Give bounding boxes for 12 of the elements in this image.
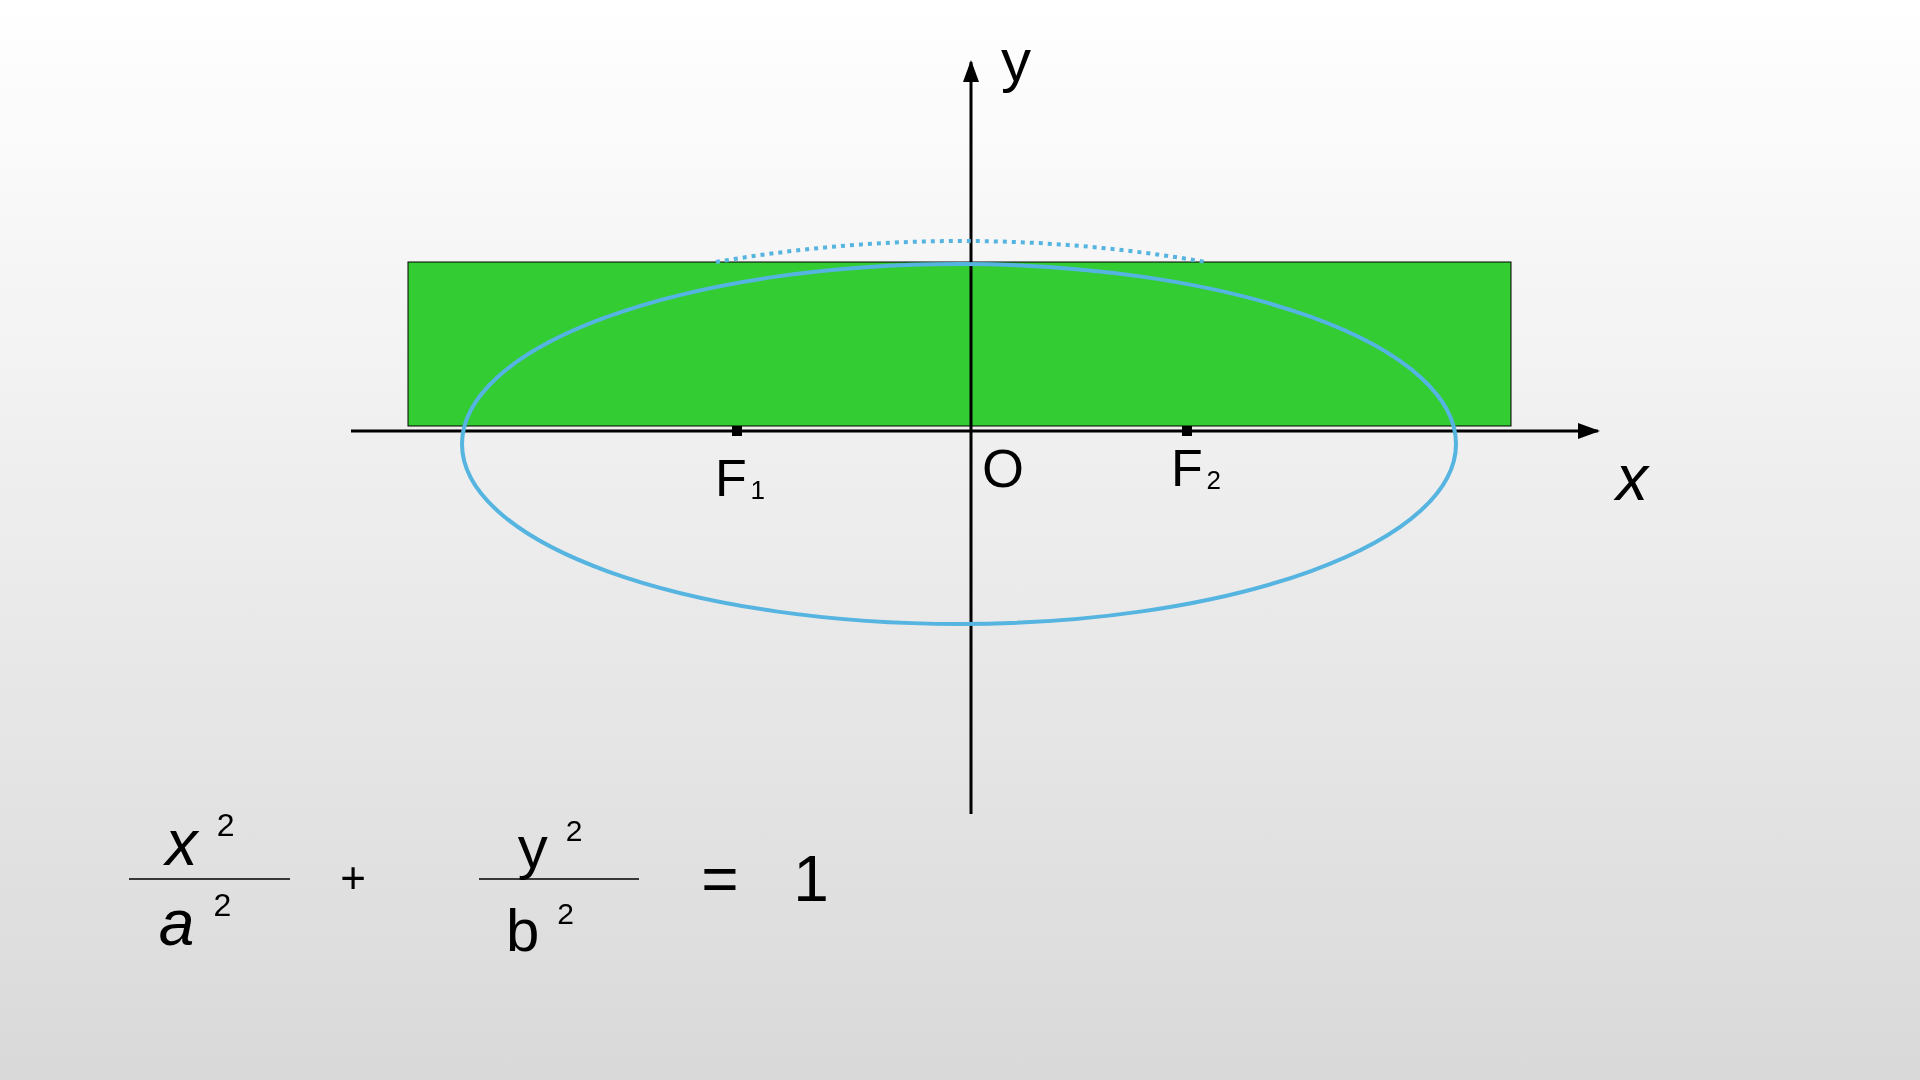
formula-operator: = xyxy=(701,847,739,911)
formula-term: a$^{2}$ xyxy=(158,889,232,955)
shaded-rectangle xyxy=(407,261,1512,427)
origin-label: O xyxy=(982,441,1024,495)
formula-operator: + xyxy=(340,856,366,900)
focus-label: F$_{2}$ xyxy=(1170,442,1222,494)
formula-term: y$^{2}$ xyxy=(517,816,583,878)
axis-label: y xyxy=(1001,31,1031,91)
formula-term: b$^{2}$ xyxy=(505,899,575,961)
focus-label: F$_{1}$ xyxy=(714,452,766,504)
formula-term: x$^{2}$ xyxy=(165,809,235,875)
formula-term: 1 xyxy=(793,847,829,911)
